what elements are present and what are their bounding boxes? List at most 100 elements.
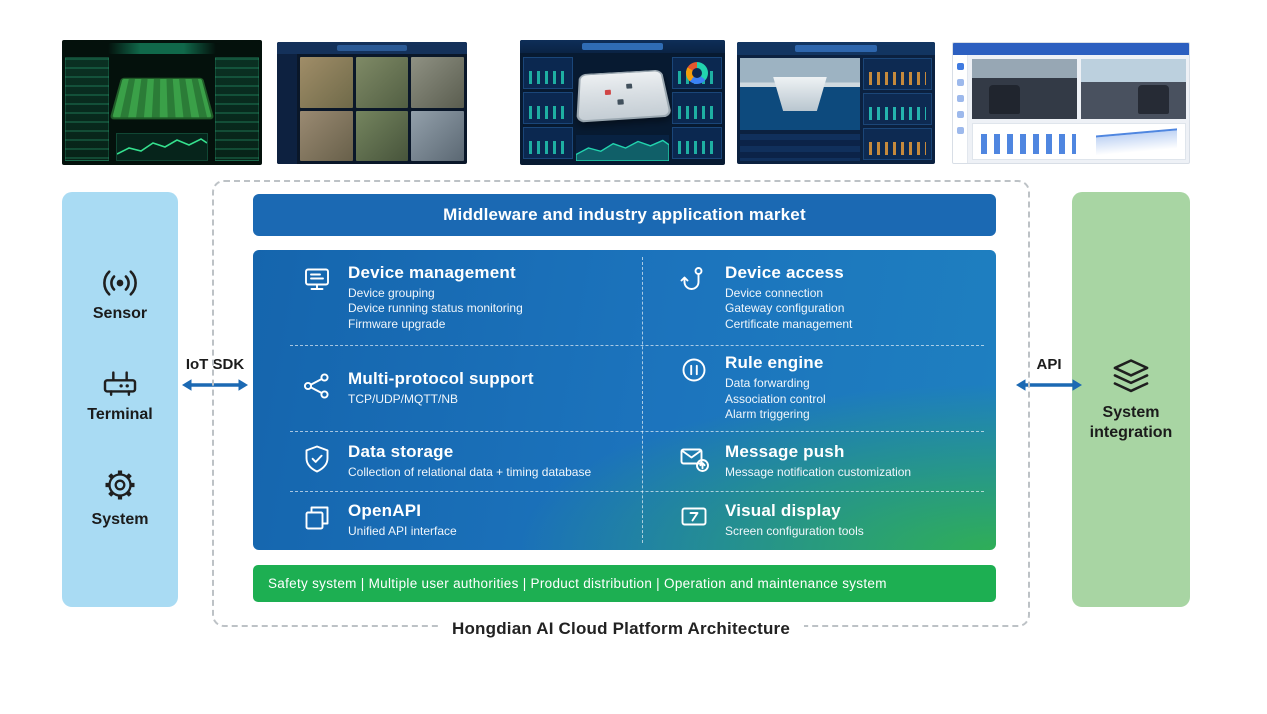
stat-panel [523, 57, 573, 89]
side-item-label: System integration [1089, 404, 1173, 441]
side-item-sensor: Sensor [93, 269, 147, 324]
stat-panel [523, 92, 573, 124]
feature-device-access: Device access Device connection Gateway … [642, 250, 996, 345]
thumb-sidebar [277, 54, 297, 164]
video-feed [411, 57, 464, 108]
api-label: API [1036, 356, 1062, 373]
stat-panel [523, 127, 573, 159]
feature-title: Multi-protocol support [348, 368, 534, 388]
feature-line: Data forwarding [725, 376, 810, 391]
double-arrow-icon [182, 379, 248, 391]
side-item-label: Terminal [87, 406, 153, 423]
data-storage-shield-icon [301, 443, 333, 475]
thumb-title-bar [277, 42, 467, 54]
feature-line: Firmware upgrade [348, 316, 446, 331]
feature-row: Multi-protocol support TCP/UDP/MQTT/NB R… [253, 345, 996, 431]
donut-chart [686, 62, 708, 84]
stat-panel [863, 58, 932, 90]
thumb-right-panels [863, 58, 932, 161]
thumb-right-panels [672, 57, 722, 161]
api-connector: API [1014, 356, 1084, 393]
side-item-system: System [91, 467, 149, 530]
router-icon [100, 366, 140, 398]
video-feed [355, 110, 409, 161]
feature-title: Device management [348, 262, 516, 282]
feature-line: Device connection [725, 285, 824, 300]
side-item-system-integration: System integration [1081, 356, 1181, 443]
screenshot-agriculture-dashboard [62, 40, 262, 165]
thumb-bar-chart-panel [972, 123, 1186, 160]
video-feed [300, 57, 353, 108]
side-item-label: Sensor [92, 305, 148, 322]
feature-line: Association control [725, 391, 826, 406]
feature-rule-engine: Rule engine Data forwarding Association … [642, 345, 996, 431]
screenshot-dam-monitoring-dashboard [737, 42, 935, 164]
security-capabilities-bar: Safety system | Multiple user authoritie… [253, 565, 996, 602]
device-management-icon [301, 264, 333, 296]
thumb-right-panels [215, 57, 259, 161]
thumb-title-bar [520, 40, 725, 53]
stat-panel [863, 93, 932, 125]
side-item-terminal: Terminal [87, 366, 153, 425]
middleware-header-bar: Middleware and industry application mark… [253, 194, 996, 236]
video-feed [355, 57, 409, 108]
feature-title: Message push [725, 441, 845, 461]
feature-line: Device running status monitoring [348, 301, 523, 316]
stat-panel [672, 127, 722, 159]
feature-line: Device grouping [348, 285, 435, 300]
screenshot-power-station-dashboard [520, 40, 725, 165]
feature-openapi: OpenAPI Unified API interface [253, 491, 642, 550]
feature-title: Visual display [725, 501, 841, 521]
stat-panel [672, 92, 722, 124]
equipment-dot [617, 98, 625, 105]
dam-photo [740, 58, 860, 130]
thumb-title-bar [953, 43, 1189, 55]
feature-device-management: Device management Device grouping Device… [253, 250, 642, 345]
system-integration-panel: System integration [1072, 192, 1190, 607]
feature-title: Device access [725, 262, 844, 282]
diagram-caption: Hongdian AI Cloud Platform Architecture [437, 619, 805, 639]
gear-icon [102, 467, 138, 503]
side-item-label: System [91, 511, 149, 528]
feature-line: Unified API interface [348, 524, 457, 539]
feature-data-storage: Data storage Collection of relational da… [253, 431, 642, 491]
protocol-share-icon [301, 370, 333, 402]
thumb-title-bar [737, 42, 935, 55]
visual-display-icon [678, 502, 710, 534]
feature-row: OpenAPI Unified API interface Visual dis… [253, 491, 996, 550]
video-feed-grid [300, 57, 464, 161]
feature-line: Screen configuration tools [725, 524, 864, 539]
feature-row: Data storage Collection of relational da… [253, 431, 996, 491]
thumb-area-chart [576, 135, 669, 161]
feature-grid-panel: Device management Device grouping Device… [253, 250, 996, 550]
message-push-icon [678, 443, 710, 475]
equipment-dot [604, 90, 611, 96]
feature-message-push: Message push Message notification custom… [642, 431, 996, 491]
feature-line: TCP/UDP/MQTT/NB [348, 391, 458, 406]
video-feed [300, 110, 353, 161]
feature-multi-protocol: Multi-protocol support TCP/UDP/MQTT/NB [253, 345, 642, 431]
feature-title: OpenAPI [348, 501, 422, 521]
feature-title: Rule engine [725, 353, 824, 373]
rule-engine-icon [678, 354, 710, 386]
edge-devices-panel: Sensor Terminal System [62, 192, 178, 607]
thumb-line-chart [116, 133, 208, 161]
feature-line: Message notification customization [725, 464, 912, 479]
openapi-window-icon [301, 502, 333, 534]
cab-video-feed [1081, 59, 1186, 119]
thumb-left-panels [523, 57, 573, 161]
device-access-icon [678, 264, 710, 296]
data-table [740, 134, 860, 161]
feature-line: Collection of relational data + timing d… [348, 464, 592, 479]
screenshot-video-wall-dashboard [277, 42, 467, 164]
cloud-platform-container: Middleware and industry application mark… [212, 180, 1030, 639]
thumb-sidebar [953, 55, 968, 163]
double-arrow-icon [1016, 379, 1082, 391]
feature-visual-display: Visual display Screen configuration tool… [642, 491, 996, 550]
column-divider [642, 257, 643, 543]
feature-line: Alarm triggering [725, 407, 810, 422]
thumb-3d-machine-room [576, 69, 673, 123]
cab-video-feed [972, 59, 1077, 119]
screenshot-vehicle-monitoring-dashboard [952, 42, 1190, 164]
